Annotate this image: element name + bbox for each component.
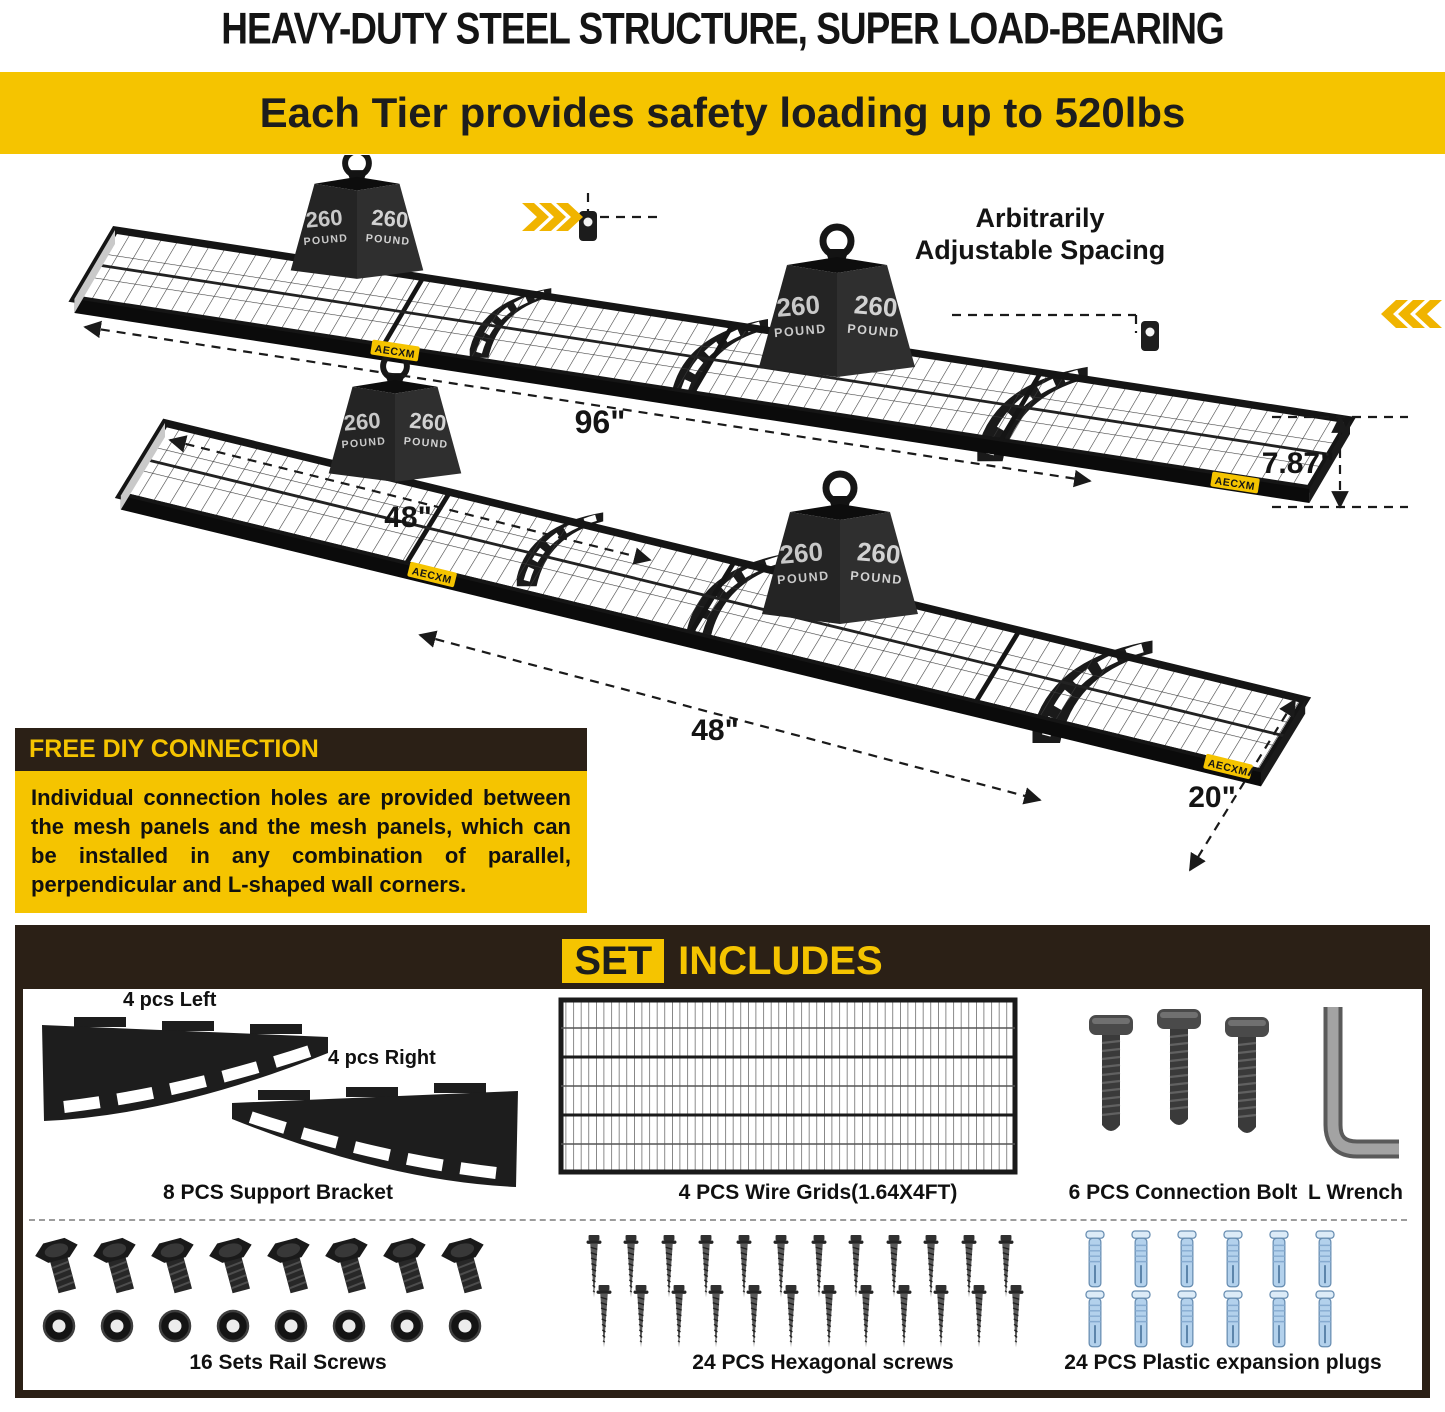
connection-bolts-illustration bbox=[1087, 1007, 1271, 1135]
slide-right-chevrons-icon bbox=[522, 203, 583, 231]
set-includes-title-set: SET bbox=[562, 939, 665, 983]
dim-label-20: 20" bbox=[1188, 781, 1236, 814]
plugs-row-1 bbox=[1085, 1230, 1335, 1288]
bracket-caption: 8 PCS Support Bracket bbox=[163, 1181, 393, 1204]
plugs-row-2 bbox=[1085, 1290, 1335, 1348]
l-wrench-icon bbox=[1323, 1007, 1399, 1159]
grids-caption: 4 PCS Wire Grids(1.64X4FT) bbox=[678, 1181, 958, 1204]
expansion-plugs-illustration bbox=[1085, 1230, 1335, 1348]
rail-bolts-row bbox=[33, 1234, 496, 1298]
hex-screws-row-2 bbox=[595, 1284, 1025, 1349]
adjustable-spacing-label: Adjustable Spacing bbox=[915, 235, 1166, 265]
bracket-left-label: 4 pcs Left bbox=[123, 989, 217, 1011]
support-brackets-illustration bbox=[28, 997, 533, 1202]
rail-screws-illustration bbox=[33, 1234, 496, 1344]
adjustable-spacing-label: Arbitrarily bbox=[975, 203, 1104, 233]
dim-line-48a bbox=[168, 435, 652, 565]
right-bracket-icon bbox=[232, 1083, 518, 1187]
rail-screws-caption: 16 Sets Rail Screws bbox=[189, 1351, 387, 1374]
set-includes-content: 4 pcs Left 4 pcs Right 8 PCS Support Bra… bbox=[23, 989, 1422, 1388]
set-includes-header: SET INCLUDES bbox=[23, 933, 1422, 989]
connection-bolt-icon bbox=[1087, 1013, 1135, 1133]
connection-bolt-icon bbox=[1155, 1007, 1203, 1127]
wall-mount-tab-icon bbox=[579, 211, 597, 241]
load-banner: Each Tier provides safety loading up to … bbox=[0, 72, 1445, 154]
diy-connection-text: Individual connection holes are provided… bbox=[15, 771, 587, 914]
connection-bolt-icon bbox=[1223, 1015, 1271, 1135]
set-divider bbox=[29, 1219, 1407, 1221]
rail-washers-row bbox=[41, 1308, 483, 1344]
dim-line-20 bbox=[1189, 698, 1296, 872]
weight-block bbox=[759, 227, 915, 377]
l-wrench-illustration bbox=[1323, 1007, 1399, 1159]
bolts-caption: 6 PCS Connection Bolt bbox=[1068, 1181, 1298, 1204]
shelf-illustration: AECXM 260 POUND 260 POUND bbox=[68, 155, 1442, 872]
bracket-right-label: 4 pcs Right bbox=[328, 1047, 436, 1069]
set-includes-title-includes: INCLUDES bbox=[678, 939, 883, 983]
hex-screws-illustration bbox=[585, 1234, 1025, 1349]
shelf-end-cap bbox=[74, 230, 115, 313]
hex-screws-caption: 24 PCS Hexagonal screws bbox=[692, 1351, 954, 1374]
wall-mount-tab-icon bbox=[1141, 321, 1159, 351]
weight-block bbox=[329, 354, 462, 482]
hex-screws-row-1 bbox=[585, 1234, 1015, 1299]
wrench-caption: L Wrench bbox=[1308, 1181, 1403, 1204]
weight-block bbox=[291, 155, 424, 279]
wire-grid-illustration bbox=[558, 997, 1018, 1175]
diy-connection-box: FREE DIY CONNECTION Individual connectio… bbox=[15, 728, 587, 914]
slide-left-chevrons-icon bbox=[1381, 300, 1442, 328]
page-title: HEAVY-DUTY STEEL STRUCTURE, SUPER LOAD-B… bbox=[221, 4, 1224, 54]
dim-label-48a: 48" bbox=[384, 501, 432, 534]
dim-label-48b: 48" bbox=[691, 714, 739, 747]
set-includes-box: SET INCLUDES 4 pcs Left 4 pcs Right 8 PC… bbox=[15, 925, 1430, 1398]
dim-label-96: 96" bbox=[575, 404, 626, 440]
diy-connection-title: FREE DIY CONNECTION bbox=[15, 728, 587, 771]
dim-label-787: 7.87" bbox=[1262, 447, 1335, 480]
plugs-caption: 24 PCS Plastic expansion plugs bbox=[1064, 1351, 1382, 1374]
weight-block bbox=[762, 474, 918, 624]
dim-line-48b bbox=[418, 630, 1042, 805]
